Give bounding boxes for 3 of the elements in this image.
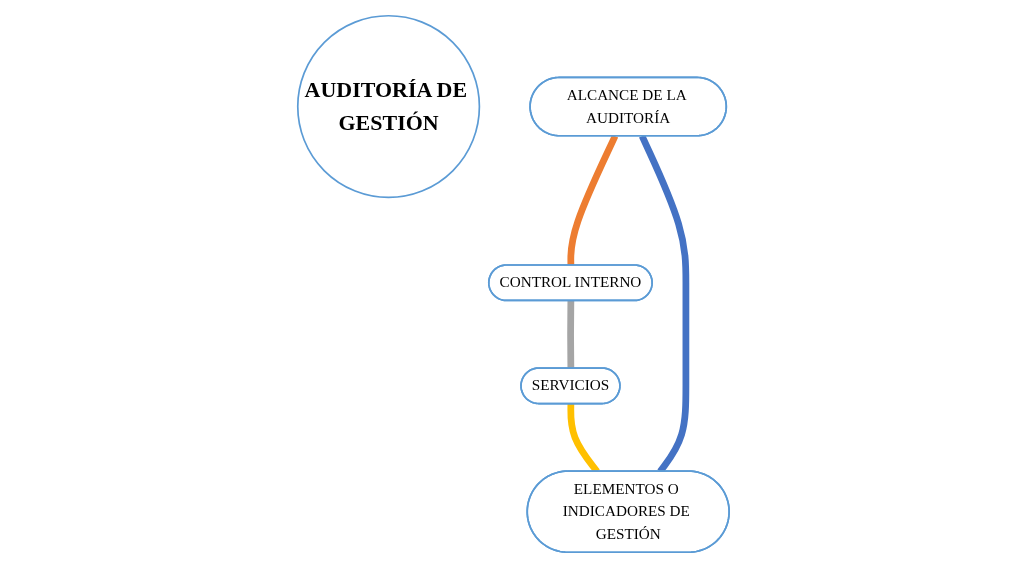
connector [567, 300, 575, 369]
node-circle: AUDITORÍA DE GESTIÓN [296, 14, 481, 199]
connector [567, 134, 619, 266]
